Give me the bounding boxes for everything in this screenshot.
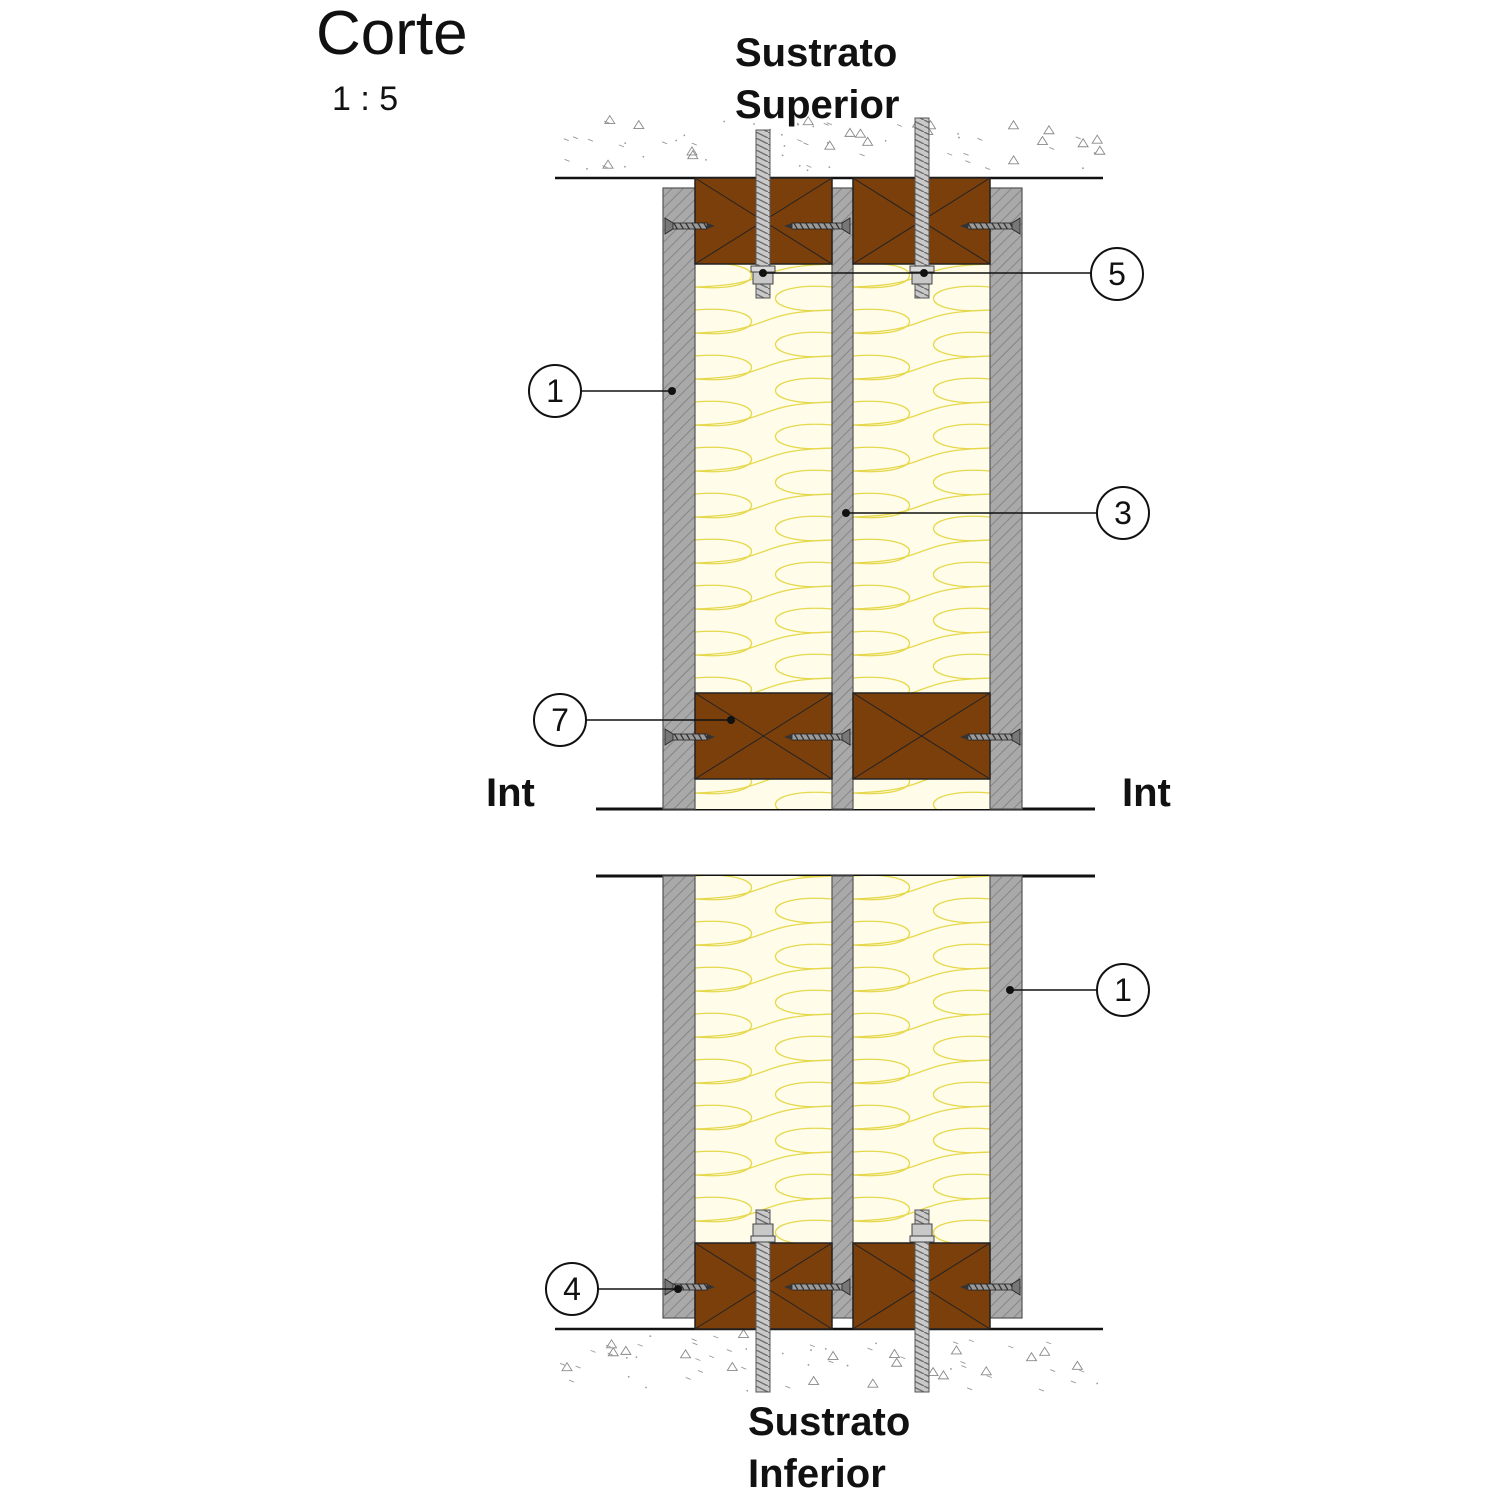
callout-3: 3 [842, 486, 1150, 540]
callout-1-top-label: 1 [546, 373, 564, 409]
callout-5-label: 5 [1108, 256, 1126, 292]
callout-5: 5 [759, 247, 1144, 301]
top-substrate-label-line2: Superior [735, 83, 899, 127]
insulation-left-lower [695, 876, 832, 1243]
callout-1-bottom-label: 1 [1114, 972, 1132, 1008]
callout-1-top: 1 [528, 364, 676, 418]
drawing-title: Corte [316, 0, 468, 68]
bottom-substrate-label-line2: Inferior [748, 1452, 886, 1496]
threaded-anchor-rods [750, 117, 935, 1393]
board-left-upper [662, 187, 696, 810]
callout-1-bottom: 1 [1006, 963, 1150, 1017]
drawing-scale: 1 : 5 [332, 80, 398, 118]
interior-label-right: Int [1122, 771, 1171, 815]
interior-label-left: Int [486, 771, 535, 815]
callout-4: 4 [545, 1262, 682, 1316]
callout-7-label: 7 [551, 702, 569, 738]
board-middle-upper [831, 187, 854, 810]
board-middle-lower [831, 875, 854, 1319]
bottom-concrete-substrate [559, 1328, 1099, 1392]
board-left-lower [662, 875, 696, 1319]
board-right-lower [989, 875, 1023, 1319]
callout-7: 7 [533, 693, 735, 747]
timber-mid-right [852, 692, 991, 780]
insulation-right-lower [853, 876, 990, 1243]
bottom-substrate-label-line1: Sustrato [748, 1400, 910, 1444]
board-right-upper [989, 187, 1023, 810]
callout-4-label: 4 [563, 1271, 581, 1307]
callout-3-label: 3 [1114, 495, 1132, 531]
top-substrate-label-line1: Sustrato [735, 31, 897, 75]
wood-screws [664, 217, 1021, 1296]
